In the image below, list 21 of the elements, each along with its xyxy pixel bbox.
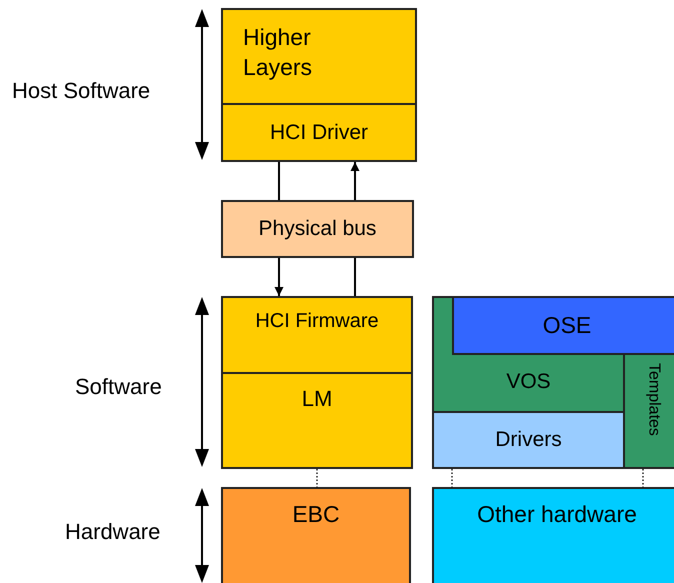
dotted-line — [451, 469, 453, 487]
os-box — [432, 296, 674, 469]
hardware-box: EBC — [221, 487, 411, 583]
layer-label: Software — [75, 374, 162, 400]
layer-box: Higher Layers — [221, 8, 417, 105]
connector-line — [278, 162, 280, 200]
bus-box: Physical bus — [221, 200, 414, 258]
dotted-line — [316, 469, 318, 487]
layer-box: HCI Driver — [221, 103, 417, 162]
connector-line — [354, 258, 356, 296]
dotted-line — [642, 469, 644, 487]
os-box: OSE — [452, 296, 674, 355]
layer-box: LM — [221, 372, 413, 469]
arrow — [274, 258, 284, 296]
layer-label: VOS — [505, 370, 552, 394]
driver-box: Drivers — [432, 411, 625, 469]
layer-label: Host Software — [12, 78, 150, 104]
arrow — [350, 162, 360, 200]
hardware-box: Other hardware — [432, 487, 674, 583]
layer-label: Hardware — [65, 519, 160, 545]
layer-box: HCI Firmware — [221, 296, 413, 374]
